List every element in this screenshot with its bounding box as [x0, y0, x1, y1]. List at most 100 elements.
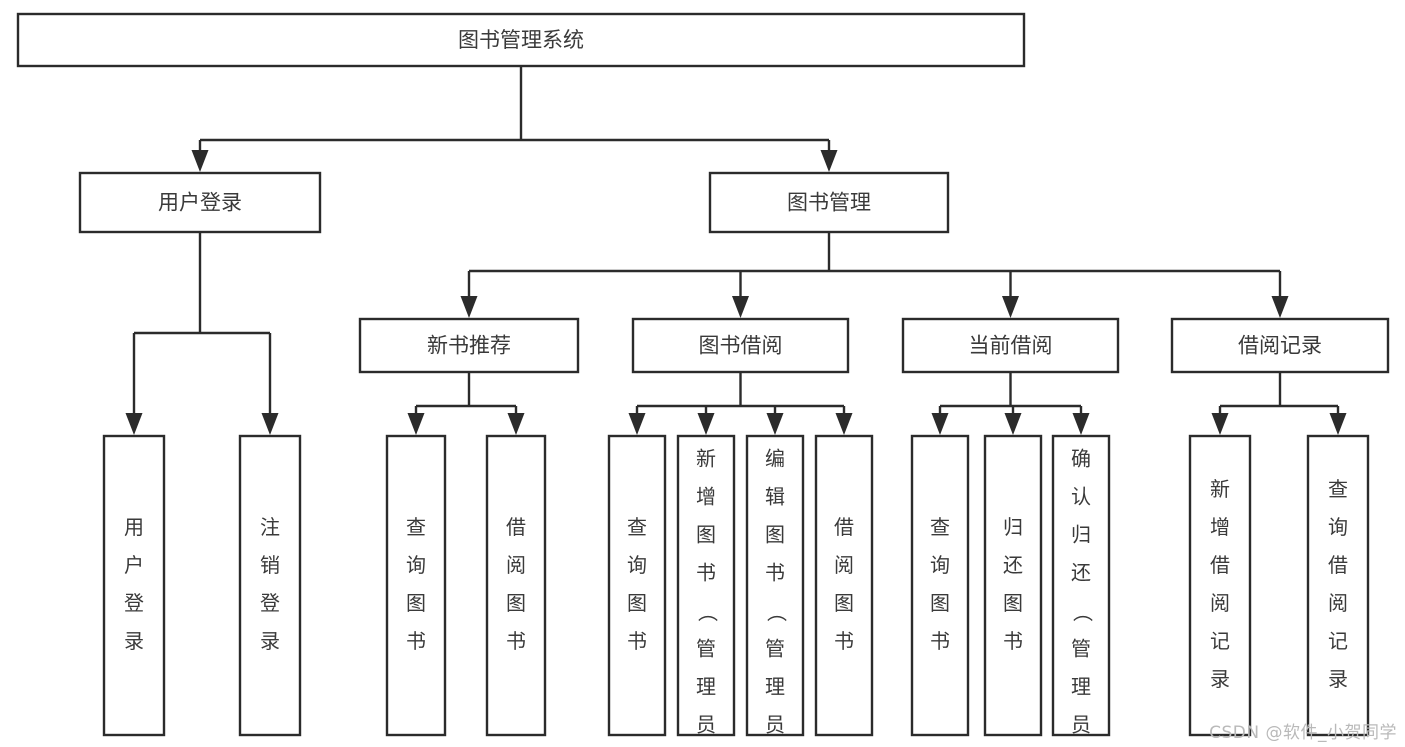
node-label-char: 理: [696, 675, 716, 699]
node-label-char: 归: [1003, 515, 1023, 539]
node-current-borrow[interactable]: 当前借阅: [901, 317, 1120, 374]
connector-layer: [125, 66, 1347, 435]
node-label-char: 管: [765, 637, 785, 661]
node-box-book-borrow: [631, 317, 850, 374]
arrow-head-leaf_logout: [261, 413, 279, 435]
node-label-char: 书: [1003, 629, 1023, 653]
node-label-char: 阅: [834, 553, 854, 577]
node-label-char: 查: [1328, 477, 1348, 501]
node-label-char: 理: [1071, 675, 1091, 699]
arrow-head-leaf_query_book_1: [407, 413, 425, 435]
node-label-char: 借: [1210, 553, 1230, 577]
node-label-char: 新: [1210, 477, 1230, 501]
node-label-char: 员: [1071, 713, 1091, 737]
node-new-book-rec[interactable]: 新书推荐: [358, 317, 580, 374]
node-label-char: 图: [406, 591, 426, 615]
node-label-char: （: [765, 602, 789, 622]
node-label-char: 管: [696, 637, 716, 661]
node-label-char: 辑: [765, 485, 785, 509]
node-label-char: 询: [406, 553, 426, 577]
node-label-char: （: [696, 602, 720, 622]
arrow-head-leaf_confirm_return: [1072, 413, 1090, 435]
node-label-borrow-record: 借阅记录: [1238, 334, 1322, 358]
arrow-head-new_book_rec: [460, 296, 478, 318]
node-label-char: 登: [260, 591, 280, 615]
node-label-char: 图: [1003, 591, 1023, 615]
node-label-char: 录: [124, 629, 144, 653]
node-label-char: 确: [1071, 447, 1091, 471]
node-label-char: 认: [1071, 485, 1091, 509]
node-root[interactable]: 图书管理系统: [16, 12, 1026, 68]
node-box-leaf-edit-book: [745, 434, 805, 737]
node-leaf-user-login[interactable]: 用户登录: [102, 434, 166, 737]
node-label-new-book-rec: 新书推荐: [427, 334, 511, 358]
node-label-char: 借: [506, 515, 526, 539]
node-label-char: 借: [834, 515, 854, 539]
node-label-char: 图: [696, 523, 716, 547]
node-label-char: 还: [1003, 553, 1023, 577]
node-label-char: 归: [1071, 523, 1091, 547]
node-box-leaf-query-book-1: [385, 434, 447, 737]
node-label-char: 增: [1210, 515, 1230, 539]
node-label-char: 阅: [1210, 591, 1230, 615]
arrow-head-leaf_borrow_book_2: [835, 413, 853, 435]
node-label-char: 查: [627, 515, 647, 539]
arrow-head-leaf_user_login: [125, 413, 143, 435]
node-label-char: 图: [765, 523, 785, 547]
node-label-char: 记: [1210, 629, 1230, 653]
node-box-leaf-logout: [238, 434, 302, 737]
arrow-head-borrow_record: [1271, 296, 1289, 318]
node-label-char: 新: [696, 447, 716, 471]
node-box-leaf-add-book: [676, 434, 736, 737]
node-label-char: 用: [124, 515, 144, 539]
node-label-book-borrow: 图书借阅: [699, 334, 783, 358]
node-layer: 图书管理系统用户登录图书管理新书推荐图书借阅当前借阅借阅记录用户登录注销登录查询…: [16, 12, 1390, 747]
node-box-new-book-rec: [358, 317, 580, 374]
node-label-char: （: [1071, 602, 1095, 622]
node-label-char: 书: [506, 629, 526, 653]
node-label-char: 书: [930, 629, 950, 653]
node-label-char: 增: [696, 485, 716, 509]
node-label-char: 员: [696, 713, 716, 737]
node-label-char: 阅: [1328, 591, 1348, 615]
arrow-head-leaf_borrow_book_1: [507, 413, 525, 435]
node-box-leaf-user-login: [102, 434, 166, 737]
node-label-char: 编: [765, 447, 785, 471]
arrow-head-book_borrow: [732, 296, 749, 318]
node-borrow-record[interactable]: 借阅记录: [1170, 317, 1390, 374]
node-box-root: [16, 12, 1026, 68]
node-label-char: 录: [1210, 667, 1230, 691]
arrow-head-leaf_return_book: [1004, 413, 1022, 435]
node-label-char: 还: [1071, 561, 1091, 585]
arrow-head-leaf_add_book: [697, 413, 715, 435]
csdn-watermark: CSDN @软件_小贺同学: [1209, 723, 1397, 743]
node-box-borrow-record: [1170, 317, 1390, 374]
node-user-login[interactable]: 用户登录: [78, 171, 322, 234]
node-label-char: 阅: [506, 553, 526, 577]
node-box-leaf-add-record: [1188, 434, 1252, 737]
node-label-char: 书: [406, 629, 426, 653]
arrow-head-user_login: [191, 150, 209, 172]
node-label-char: 员: [765, 713, 785, 737]
node-box-leaf-confirm-return: [1051, 434, 1111, 737]
node-box-leaf-query-book-2: [607, 434, 667, 737]
node-label-char: 销: [260, 553, 280, 577]
node-label-char: 管: [1071, 637, 1091, 661]
node-book-manage[interactable]: 图书管理: [708, 171, 950, 234]
node-label-char: 查: [406, 515, 426, 539]
node-label-char: 查: [930, 515, 950, 539]
node-book-borrow[interactable]: 图书借阅: [631, 317, 850, 374]
